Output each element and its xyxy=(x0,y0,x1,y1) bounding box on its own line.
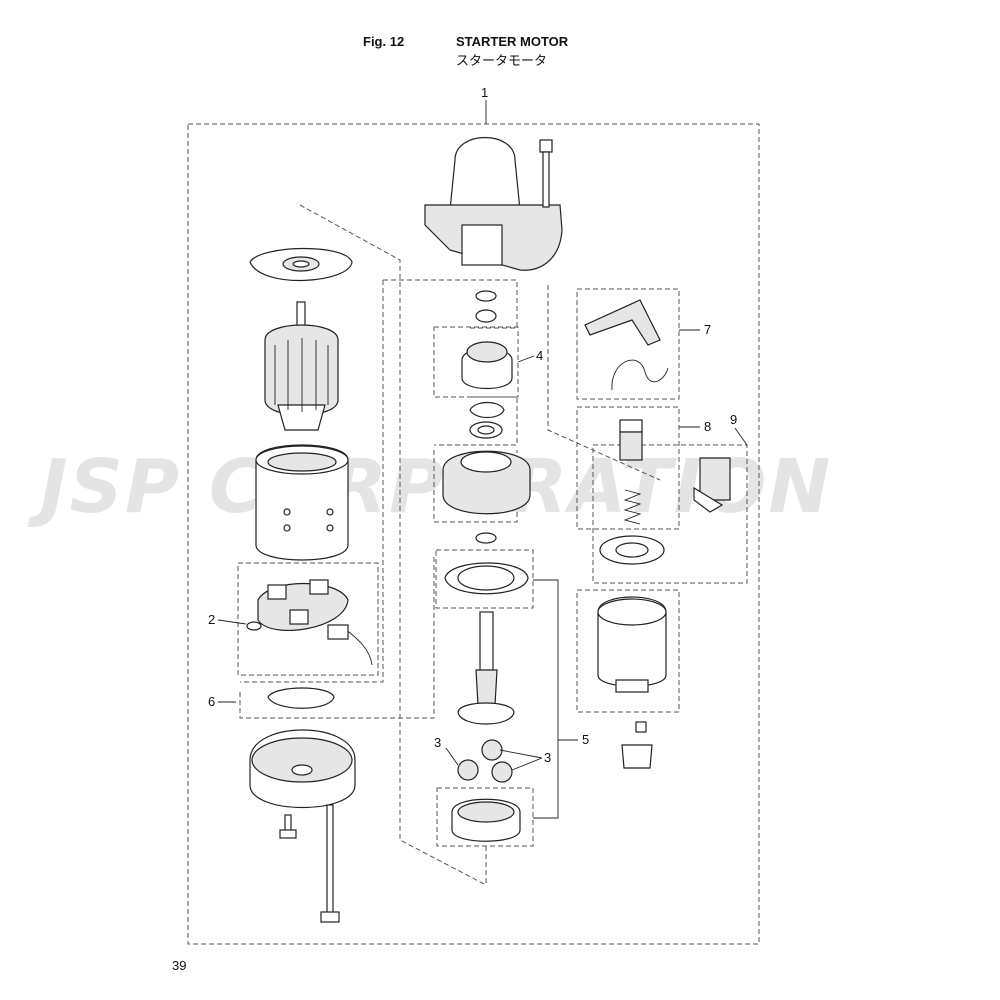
yoke-housing xyxy=(255,444,349,561)
pinion-stop xyxy=(475,309,497,323)
washer-box xyxy=(434,396,518,446)
rear-cover xyxy=(249,729,356,808)
terminal-cap xyxy=(621,744,653,769)
solenoid-box xyxy=(576,589,680,713)
nut xyxy=(635,721,647,733)
through-bolt xyxy=(320,804,340,923)
callout-4: 4 xyxy=(536,348,543,363)
figure-subtitle-japanese: スタータモータ xyxy=(456,54,548,69)
e-clip xyxy=(469,401,505,419)
pinion-box xyxy=(433,326,519,398)
figure-title: STARTER MOTOR xyxy=(456,34,569,49)
plunger xyxy=(619,419,643,461)
return-spring xyxy=(623,489,642,525)
drive-shaft xyxy=(457,611,515,725)
brush-holder xyxy=(246,579,373,666)
lever-spring xyxy=(611,359,669,391)
center-bracket xyxy=(442,450,531,515)
mounting-bolt xyxy=(539,139,553,208)
assembly-boundary xyxy=(187,123,760,945)
callout-1: 1 xyxy=(481,85,488,100)
watermark-text: JSP CORPORATION xyxy=(27,444,832,530)
callout-3-right: 3 xyxy=(544,750,551,765)
drive-end-housing xyxy=(424,137,563,271)
lever-box xyxy=(576,288,680,400)
callout-9: 9 xyxy=(730,412,737,427)
solenoid-switch xyxy=(597,596,667,693)
clip-box xyxy=(383,279,518,329)
callout-3-left: 3 xyxy=(434,735,441,750)
callout-2: 2 xyxy=(208,612,215,627)
seal-box xyxy=(592,444,748,584)
screw xyxy=(279,814,297,839)
brush-holder-box xyxy=(237,562,379,676)
housing-box xyxy=(433,450,518,523)
pinion-gear xyxy=(461,341,513,389)
planetary-gear xyxy=(457,739,513,783)
armature-group-boundary xyxy=(240,280,384,683)
washer xyxy=(469,421,503,439)
left-connector xyxy=(299,204,487,886)
o-ring xyxy=(475,532,497,544)
ring-gear-box xyxy=(436,787,534,847)
callout-6: 6 xyxy=(208,694,215,709)
group-6-boundary xyxy=(239,556,435,719)
figure-number: Fig. 12 xyxy=(363,34,405,49)
solenoid-gasket xyxy=(599,535,665,565)
internal-ring-gear xyxy=(451,798,521,842)
snap-ring xyxy=(475,290,497,302)
callout-7: 7 xyxy=(704,322,711,337)
armature xyxy=(264,301,339,431)
plunger-box xyxy=(576,406,680,530)
thrust-plate xyxy=(249,247,353,281)
internal-plate xyxy=(444,562,529,595)
plate-box xyxy=(435,549,534,609)
right-connector xyxy=(547,285,661,481)
callout-5: 5 xyxy=(582,732,589,747)
shift-lever xyxy=(584,299,661,346)
callout-8: 8 xyxy=(704,419,711,434)
retainer-clip xyxy=(267,687,335,709)
dust-boot xyxy=(693,457,731,513)
page-number: 39 xyxy=(172,958,187,973)
